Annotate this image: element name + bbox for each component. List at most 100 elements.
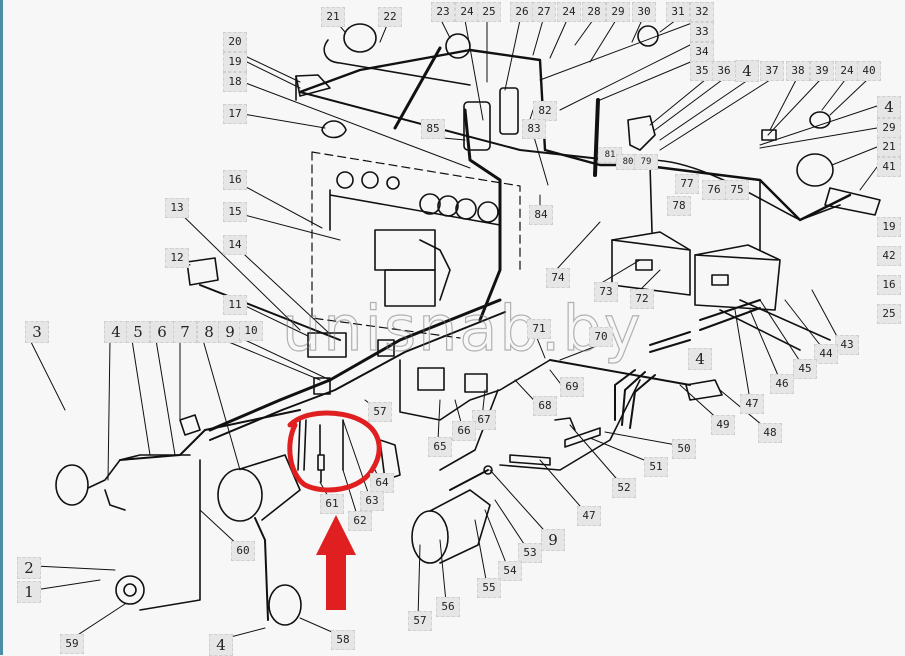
part-label-71: 71: [527, 319, 551, 339]
part-label-16: 16: [877, 275, 901, 295]
part-label-18: 18: [223, 72, 247, 92]
part-label-7: 7: [173, 321, 197, 343]
part-label-33: 33: [690, 22, 714, 42]
upper-harness: [298, 48, 852, 222]
part-label-11: 11: [223, 295, 247, 315]
part-label-47: 47: [577, 506, 601, 526]
part-label-9: 9: [541, 529, 565, 551]
battery-left: [611, 231, 691, 296]
left-border: [0, 0, 3, 655]
part-label-69: 69: [560, 377, 584, 397]
part-label-73: 73: [594, 282, 618, 302]
part-label-59: 59: [60, 634, 84, 654]
dashboard-outline: [311, 151, 521, 339]
part-label-53: 53: [518, 543, 542, 563]
starter-motor: [411, 510, 449, 564]
part-label-70: 70: [589, 327, 613, 347]
part-label-16: 16: [223, 170, 247, 190]
part-label-61: 61: [320, 494, 344, 514]
part-label-39: 39: [810, 61, 834, 81]
part-label-42: 42: [877, 246, 901, 266]
part-label-26: 26: [510, 2, 534, 22]
part-label-75: 75: [725, 180, 749, 200]
part-label-4: 4: [735, 60, 759, 82]
part-label-57: 57: [408, 611, 432, 631]
headlamp-right: [796, 153, 834, 187]
battery-right: [694, 244, 781, 311]
part-label-17: 17: [223, 104, 247, 124]
part-label-25: 25: [877, 304, 901, 324]
part-label-41: 41: [877, 157, 901, 177]
part-label-10: 10: [239, 321, 263, 341]
part-label-28: 28: [582, 2, 606, 22]
part-label-3: 3: [25, 321, 49, 343]
part-label-38: 38: [786, 61, 810, 81]
part-label-20: 20: [223, 32, 247, 52]
part-label-31: 31: [666, 2, 690, 22]
part-label-24: 24: [455, 2, 479, 22]
part-label-12: 12: [165, 248, 189, 268]
plate-17: [321, 120, 347, 139]
part-label-1: 1: [17, 581, 41, 603]
front-light-left: [55, 464, 89, 506]
part-label-43: 43: [835, 335, 859, 355]
part-label-35: 35: [690, 61, 714, 81]
part-label-50: 50: [672, 439, 696, 459]
headlamp-21: [343, 23, 377, 53]
part-label-45: 45: [793, 359, 817, 379]
part-label-67: 67: [472, 410, 496, 430]
part-label-54: 54: [498, 561, 522, 581]
battery-11: [307, 332, 347, 358]
horn-59: [115, 575, 145, 605]
part-label-77: 77: [675, 174, 699, 194]
part-label-24: 24: [835, 61, 859, 81]
part-label-4: 4: [688, 348, 712, 370]
part-label-19: 19: [877, 217, 901, 237]
part-label-44: 44: [814, 344, 838, 364]
part-label-60: 60: [231, 541, 255, 561]
part-label-85: 85: [421, 119, 445, 139]
part-label-13: 13: [165, 198, 189, 218]
part-label-36: 36: [712, 61, 736, 81]
part-label-21: 21: [321, 7, 345, 27]
part-label-72: 72: [630, 289, 654, 309]
part-label-62: 62: [348, 511, 372, 531]
sensor-61: [317, 424, 325, 483]
part-label-78: 78: [667, 196, 691, 216]
part-label-14: 14: [223, 235, 247, 255]
highlight-circle: [287, 410, 382, 493]
part-label-40: 40: [857, 61, 881, 81]
tail-light-58: [268, 584, 302, 626]
part-label-6: 6: [150, 321, 174, 343]
part-label-57: 57: [368, 402, 392, 422]
part-label-29: 29: [877, 118, 901, 138]
part-label-23: 23: [431, 2, 455, 22]
part-label-9: 9: [218, 321, 242, 343]
part-label-63: 63: [360, 491, 384, 511]
part-label-74: 74: [546, 268, 570, 288]
part-label-51: 51: [644, 457, 668, 477]
part-label-32: 32: [690, 2, 714, 22]
part-label-19: 19: [223, 52, 247, 72]
part-label-46: 46: [770, 374, 794, 394]
part-label-30: 30: [632, 2, 656, 22]
part-label-66: 66: [452, 421, 476, 441]
part-label-79: 79: [634, 154, 658, 170]
part-label-27: 27: [532, 2, 556, 22]
part-label-64: 64: [370, 473, 394, 493]
alternator: [217, 468, 263, 522]
part-label-34: 34: [690, 42, 714, 62]
part-label-15: 15: [223, 202, 247, 222]
part-label-82: 82: [533, 101, 557, 121]
part-label-84: 84: [529, 205, 553, 225]
part-label-56: 56: [436, 597, 460, 617]
part-label-76: 76: [702, 180, 726, 200]
part-label-68: 68: [533, 396, 557, 416]
part-label-24: 24: [557, 2, 581, 22]
part-label-65: 65: [428, 437, 452, 457]
part-label-52: 52: [612, 478, 636, 498]
part-label-4: 4: [209, 634, 233, 656]
part-label-29: 29: [606, 2, 630, 22]
part-label-4: 4: [877, 96, 901, 118]
